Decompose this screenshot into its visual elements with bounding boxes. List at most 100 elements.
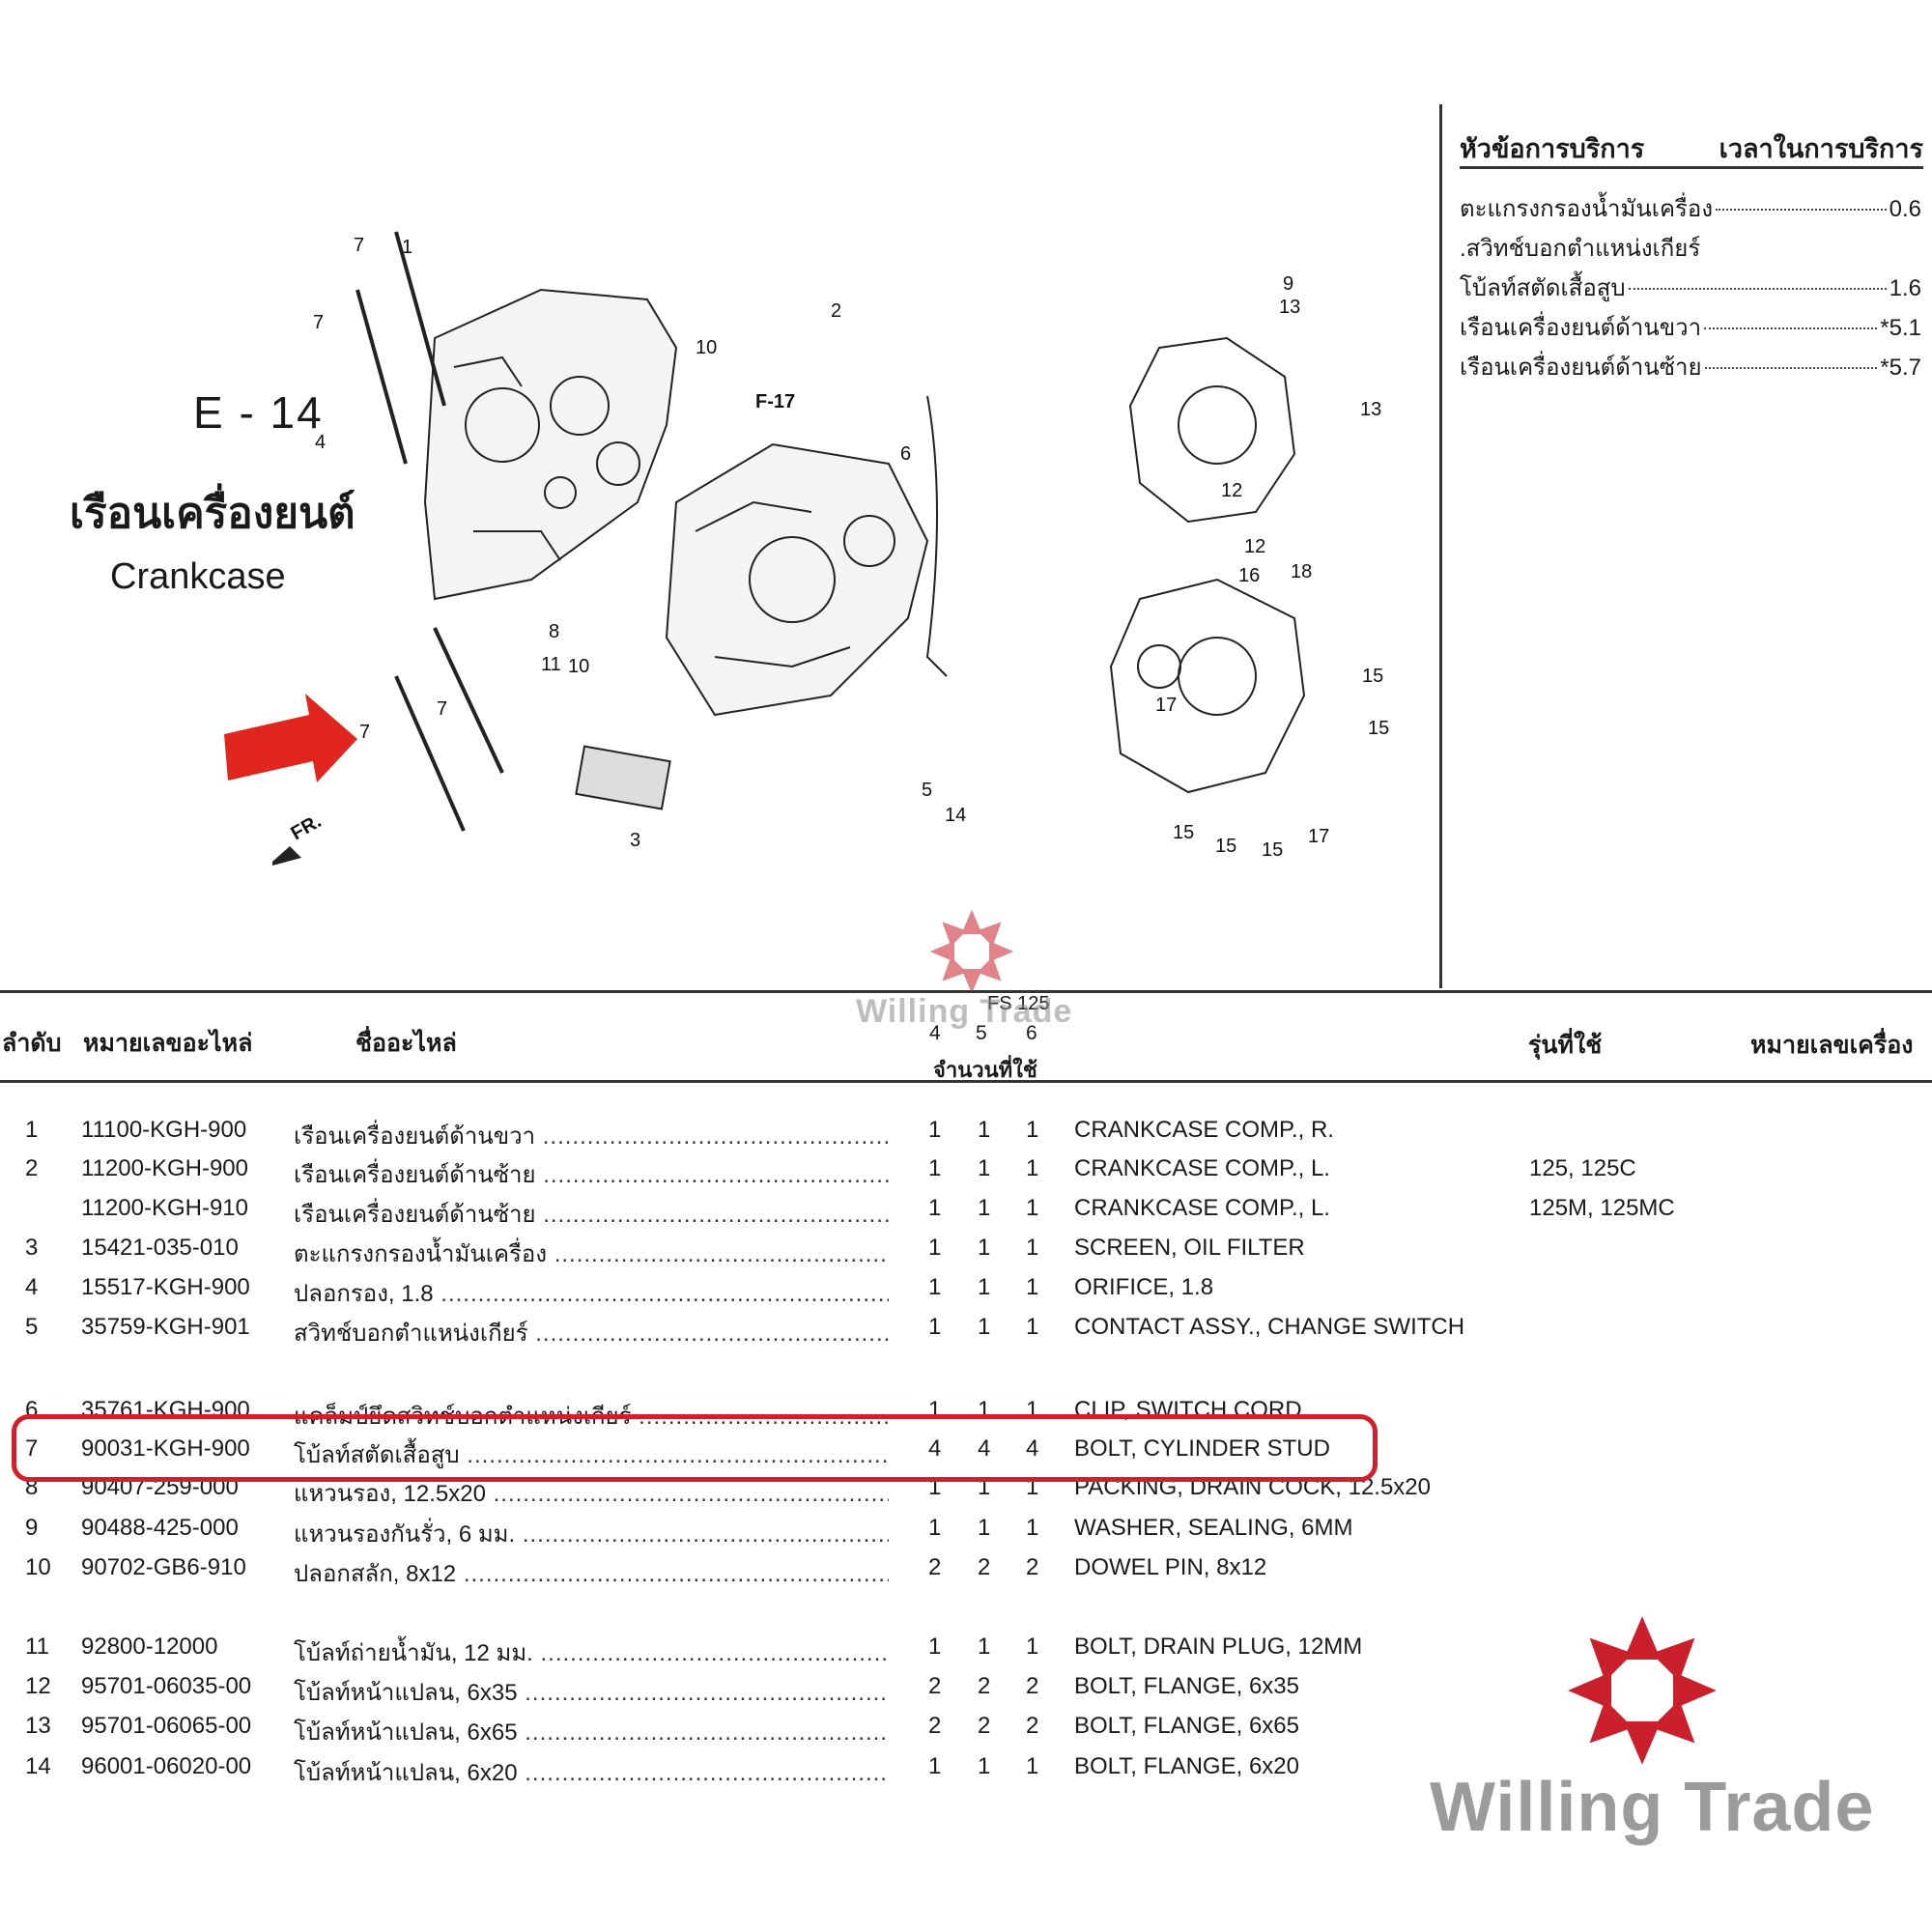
- callout-15e: 15: [1262, 839, 1283, 861]
- qty-4: 2: [928, 1554, 942, 1580]
- service-item-time: 0.6: [1889, 196, 1921, 222]
- table-row: 111100-KGH-900เรือนเครื่องยนต์ด้านขวา111…: [0, 1113, 1932, 1151]
- part-name-thai: เรือนเครื่องยนต์ด้านขวา: [294, 1117, 889, 1154]
- row-number: 7: [25, 1435, 39, 1462]
- part-name-thai: เรือนเครื่องยนต์ด้านซ้าย: [294, 1195, 889, 1233]
- qty-5: 1: [978, 1274, 991, 1300]
- part-name-thai: แหวนรองกันรั่ว, 6 มม.: [294, 1515, 889, 1552]
- crankcase-exploded-diagram: 1 2 3 4 5 6 7 7 7 7 8 9 10 10 11 12 12 1…: [224, 231, 1389, 866]
- section-code: E - 14: [193, 387, 324, 438]
- qty-4: 2: [928, 1673, 942, 1699]
- callout-9: 9: [1283, 273, 1293, 295]
- callout-12b: 12: [1244, 536, 1265, 557]
- part-number: 96001-06020-00: [81, 1753, 252, 1779]
- service-item-text: ตะแกรงกรองน้ำมันเครื่อง: [1460, 196, 1714, 222]
- part-name-english: CRANKCASE COMP., R.: [1074, 1117, 1334, 1143]
- part-name-thai: โบ้ลท์หน้าแปลน, 6x35: [294, 1673, 889, 1711]
- gasket-left-drawing: [1109, 578, 1306, 794]
- row-number: 13: [25, 1713, 51, 1739]
- qty-6: 2: [1026, 1673, 1039, 1699]
- gasket-right-drawing: [1128, 336, 1296, 524]
- qty-5: 4: [978, 1435, 991, 1462]
- part-name-english: DOWEL PIN, 8x12: [1074, 1554, 1267, 1580]
- reference-label: F-17: [755, 391, 795, 412]
- highlight-box: [12, 1414, 1378, 1482]
- part-name-english: BOLT, CYLINDER STUD: [1074, 1435, 1330, 1462]
- part-name-english: WASHER, SEALING, 6MM: [1074, 1515, 1353, 1541]
- part-number: 90031-KGH-900: [81, 1435, 250, 1462]
- qty-6: 1: [1026, 1117, 1039, 1143]
- section-title-thai: เรือนเครื่องยนต์: [70, 490, 355, 537]
- header-model: รุ่นที่ใช้: [1528, 1032, 1603, 1059]
- part-name-thai: เรือนเครื่องยนต์ด้านซ้าย: [294, 1155, 889, 1193]
- part-name-english: CRANKCASE COMP., L.: [1074, 1155, 1330, 1181]
- qty-6: 2: [1026, 1554, 1039, 1580]
- part-name-thai: สวิทช์บอกตำแหน่งเกียร์: [294, 1314, 889, 1351]
- model-applicable: 125M, 125MC: [1529, 1195, 1675, 1221]
- service-time-panel: หัวข้อการบริการ เวลาในการบริการ ตะแกรงกร…: [1439, 104, 1932, 988]
- callout-13b: 13: [1360, 399, 1381, 420]
- part-name-english: BOLT, DRAIN PLUG, 12MM: [1074, 1634, 1363, 1660]
- qty-6: 1: [1026, 1235, 1039, 1261]
- crankcase-left-drawing: [665, 442, 929, 717]
- service-item: เรือนเครื่องยนต์ด้านซ้าย *5.7: [1460, 348, 1921, 387]
- table-row: 11200-KGH-910 เรือนเครื่องยนต์ด้านซ้าย 1 1 1…: [0, 1191, 1932, 1230]
- qty-4: 1: [928, 1634, 942, 1660]
- part-name-thai: ปลอกสลัก, 8x12: [294, 1554, 889, 1592]
- part-name-english: CRANKCASE COMP., L.: [1074, 1195, 1330, 1221]
- part-name-english: BOLT, FLANGE, 6x65: [1074, 1713, 1299, 1739]
- callout-3: 3: [630, 830, 640, 851]
- service-list: ตะแกรงกรองน้ำมันเครื่อง 0.6 .สวิทช์บอกตำแห…: [1460, 189, 1921, 387]
- qty-5: 2: [978, 1713, 991, 1739]
- callout-7c: 7: [437, 698, 447, 720]
- switch-cord-drawing: [925, 395, 948, 677]
- callout-12a: 12: [1221, 480, 1242, 501]
- row-number: 3: [25, 1235, 39, 1261]
- qty-6: 1: [1026, 1274, 1039, 1300]
- qty-5: 1: [978, 1634, 991, 1660]
- service-item-text: เรือนเครื่องยนต์ด้านขวา: [1460, 315, 1702, 341]
- dot-leader: [1704, 367, 1878, 369]
- part-number: 95701-06065-00: [81, 1713, 252, 1739]
- row-number: 12: [25, 1673, 51, 1699]
- front-direction-label: FR.: [288, 810, 326, 844]
- callout-15d: 15: [1215, 836, 1236, 857]
- part-number: 11200-KGH-900: [81, 1155, 248, 1181]
- callout-16: 16: [1238, 565, 1260, 586]
- part-name-thai: โบ้ลท์หน้าแปลน, 6x65: [294, 1713, 889, 1750]
- service-item-time: *5.7: [1880, 355, 1921, 381]
- row-number: 10: [25, 1554, 51, 1580]
- service-item-text: .สวิทช์บอกตำแหน่งเกียร์: [1460, 236, 1701, 262]
- row-number: 14: [25, 1753, 51, 1779]
- qty-5: 1: [978, 1117, 991, 1143]
- highlight-arrow: [224, 694, 357, 782]
- header-qty-4: 4: [929, 1022, 941, 1044]
- callout-5: 5: [922, 780, 932, 801]
- table-top-rule: [0, 990, 1932, 993]
- qty-6: 1: [1026, 1195, 1039, 1221]
- header-qty-5: 5: [976, 1022, 987, 1044]
- qty-6: 1: [1026, 1634, 1039, 1660]
- service-item-text: เรือนเครื่องยนต์ด้านซ้าย: [1460, 355, 1702, 381]
- part-number: 35759-KGH-901: [81, 1314, 250, 1340]
- row-number: 1: [25, 1117, 39, 1143]
- qty-5: 1: [978, 1155, 991, 1181]
- callout-8: 8: [549, 621, 559, 642]
- service-item: .สวิทช์บอกตำแหน่งเกียร์: [1460, 229, 1921, 269]
- part-name-thai: โบ้ลท์ถ่ายน้ำมัน, 12 มม.: [294, 1634, 889, 1671]
- logo-small-icon: [929, 909, 1014, 994]
- dot-leader: [1704, 327, 1878, 329]
- row-number: 4: [25, 1274, 39, 1300]
- qty-4: 1: [928, 1314, 942, 1340]
- part-name-thai: โบ้ลท์สตัดเสื้อสูบ: [294, 1435, 889, 1473]
- part-number: 90702-GB6-910: [81, 1554, 246, 1580]
- crankcase-right-drawing: [423, 288, 678, 601]
- qty-5: 1: [978, 1195, 991, 1221]
- part-number: 11100-KGH-900: [81, 1117, 247, 1143]
- part-number: 11200-KGH-910: [81, 1195, 248, 1221]
- logo-large-icon: [1568, 1616, 1717, 1765]
- callout-17a: 17: [1155, 695, 1177, 716]
- qty-4: 1: [928, 1515, 942, 1541]
